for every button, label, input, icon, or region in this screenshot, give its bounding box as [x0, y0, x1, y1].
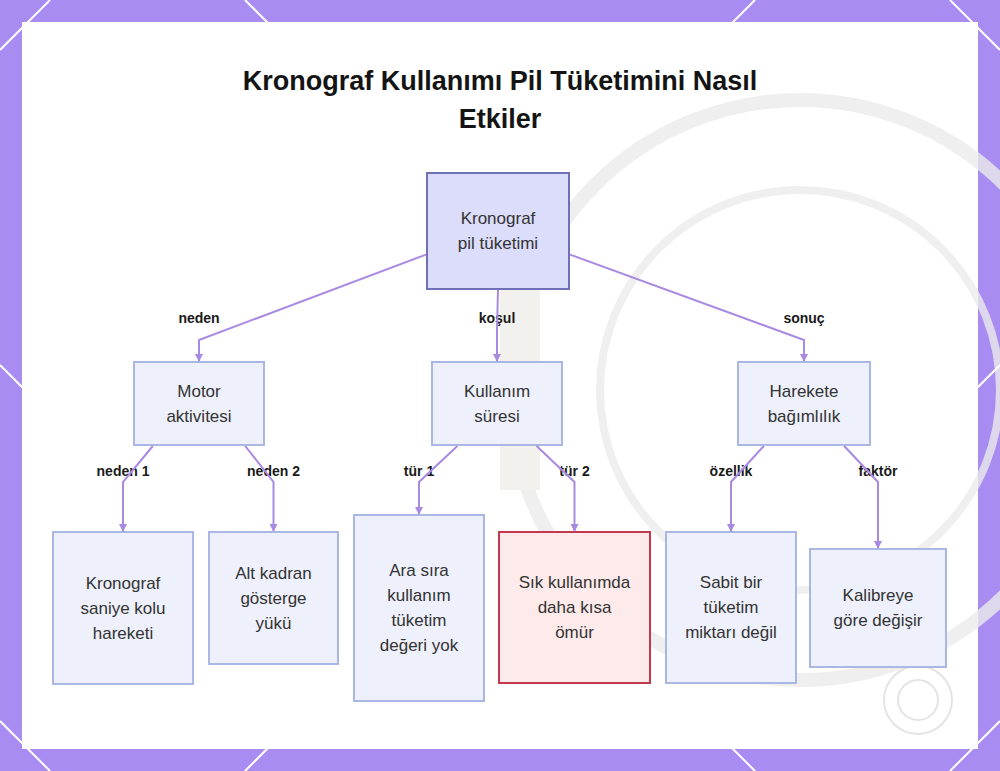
- edge-label: faktör: [859, 463, 898, 479]
- edge-label: neden 2: [247, 463, 300, 479]
- diagram-title: Kronograf Kullanımı Pil Tüketimini Nasıl…: [230, 62, 770, 138]
- concept-box: Harekete bağımlılık: [737, 361, 871, 446]
- concept-box: Sabit bir tüketim miktarı değil: [665, 531, 797, 684]
- node-text: Kronograf pil tüketimi: [454, 206, 542, 256]
- content-panel: [22, 22, 978, 749]
- node-text: Motor aktivitesi: [153, 379, 245, 429]
- connector-line: [844, 446, 878, 548]
- concept-box: Alt kadran gösterge yükü: [208, 531, 339, 665]
- node-text: Alt kadran gösterge yükü: [228, 561, 319, 636]
- corner-line: [245, 736, 280, 771]
- concept-box: Sık kullanımda daha kısa ömür: [498, 531, 651, 684]
- edge-label: tür 1: [404, 463, 434, 479]
- concept-box: Ara sıra kullanım tüketim değeri yok: [353, 514, 485, 702]
- logo-ring: [884, 666, 952, 734]
- concept-box: Kronograf saniye kolu hareketi: [52, 531, 194, 685]
- root-box: Kronograf pil tüketimi: [426, 172, 570, 290]
- corner-line: [720, 736, 755, 771]
- node-text: Kullanım süresi: [451, 379, 543, 429]
- edge-label: sonuç: [783, 310, 824, 326]
- corner-line: [950, 721, 1000, 771]
- node-text: Ara sıra kullanım tüketim değeri yok: [373, 558, 465, 658]
- concept-box: Motor aktivitesi: [133, 361, 265, 446]
- connector-line: [419, 446, 457, 514]
- connector-line: [123, 446, 153, 531]
- node-text: Harekete bağımlılık: [757, 379, 851, 429]
- edge-label: tür 2: [559, 463, 589, 479]
- connector-line: [199, 255, 426, 361]
- corner-line: [0, 721, 50, 771]
- connector-line: [497, 290, 498, 361]
- node-text: Sabit bir tüketim miktarı değil: [685, 570, 777, 645]
- connector-line: [245, 446, 273, 531]
- corner-line: [0, 0, 50, 50]
- connector-line: [570, 255, 804, 361]
- edge-label: özellik: [710, 463, 753, 479]
- edge-label: neden 1: [97, 463, 150, 479]
- concept-box: Kullanım süresi: [431, 361, 563, 446]
- node-text: Kronograf saniye kolu hareketi: [72, 571, 174, 646]
- corner-line: [970, 365, 1000, 395]
- corner-line: [0, 365, 30, 395]
- watermark-ring: [600, 190, 1000, 590]
- corner-line: [245, 0, 280, 35]
- logo-seal: [884, 666, 952, 734]
- connector-line: [731, 446, 764, 531]
- node-text: Kalibreye göre değişir: [829, 583, 927, 633]
- logo-ring: [898, 680, 938, 720]
- edge-label: koşul: [479, 310, 516, 326]
- corner-line: [720, 0, 755, 35]
- edge-label: neden: [178, 310, 219, 326]
- node-text: Sık kullanımda daha kısa ömür: [518, 570, 631, 645]
- concept-box: Kalibreye göre değişir: [809, 548, 947, 668]
- connector-line: [537, 446, 575, 531]
- corner-line: [950, 0, 1000, 50]
